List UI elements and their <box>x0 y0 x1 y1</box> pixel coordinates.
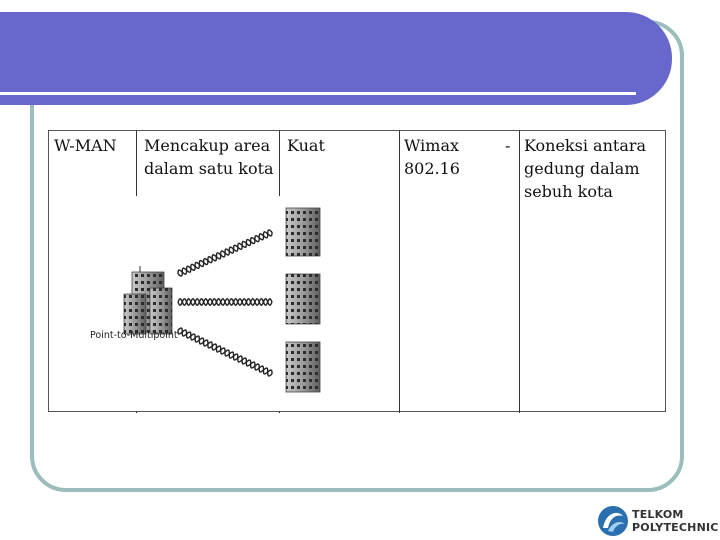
wireless-link-icon <box>177 231 273 275</box>
column-divider <box>136 131 137 199</box>
building-icon <box>285 273 321 325</box>
point-to-multipoint-diagram: Point-to-Multipoint <box>86 196 331 399</box>
wireless-link-icon <box>177 327 273 377</box>
column-divider <box>519 131 520 413</box>
logo-line-2: POLYTECHNIC <box>632 521 719 534</box>
column-divider <box>136 411 137 413</box>
telkom-polytechnic-logo: TELKOM POLYTECHNIC <box>594 502 720 540</box>
technology-cell-line-2: 802.16 <box>404 159 460 178</box>
coverage-cell-line-2: dalam satu kota <box>144 159 274 178</box>
network-type-cell: W-MAN <box>54 136 117 155</box>
building-icon <box>285 207 321 257</box>
usage-cell-line-2: gedung dalam <box>524 159 640 178</box>
dash-marker: - <box>505 136 511 155</box>
coverage-cell-line-1: Mencakup area <box>144 136 271 155</box>
column-divider <box>399 131 400 413</box>
hub-building-icon <box>123 266 173 335</box>
usage-cell-line-1: Koneksi antara <box>524 136 647 155</box>
column-divider <box>279 411 280 413</box>
title-band <box>0 12 672 105</box>
technology-cell-line-1: Wimax <box>404 136 460 155</box>
diagram-label: Point-to-Multipoint <box>90 330 178 341</box>
diagram-svg: Point-to-Multipoint <box>90 207 321 393</box>
building-icon <box>285 341 321 393</box>
logo-line-1: TELKOM <box>632 508 684 521</box>
column-divider <box>279 131 280 199</box>
signal-cell: Kuat <box>287 136 325 155</box>
wireless-link-icon <box>177 298 273 306</box>
usage-cell-line-3: sebuh kota <box>524 182 613 201</box>
title-underline <box>0 92 636 95</box>
logo-emblem-icon <box>598 506 628 536</box>
